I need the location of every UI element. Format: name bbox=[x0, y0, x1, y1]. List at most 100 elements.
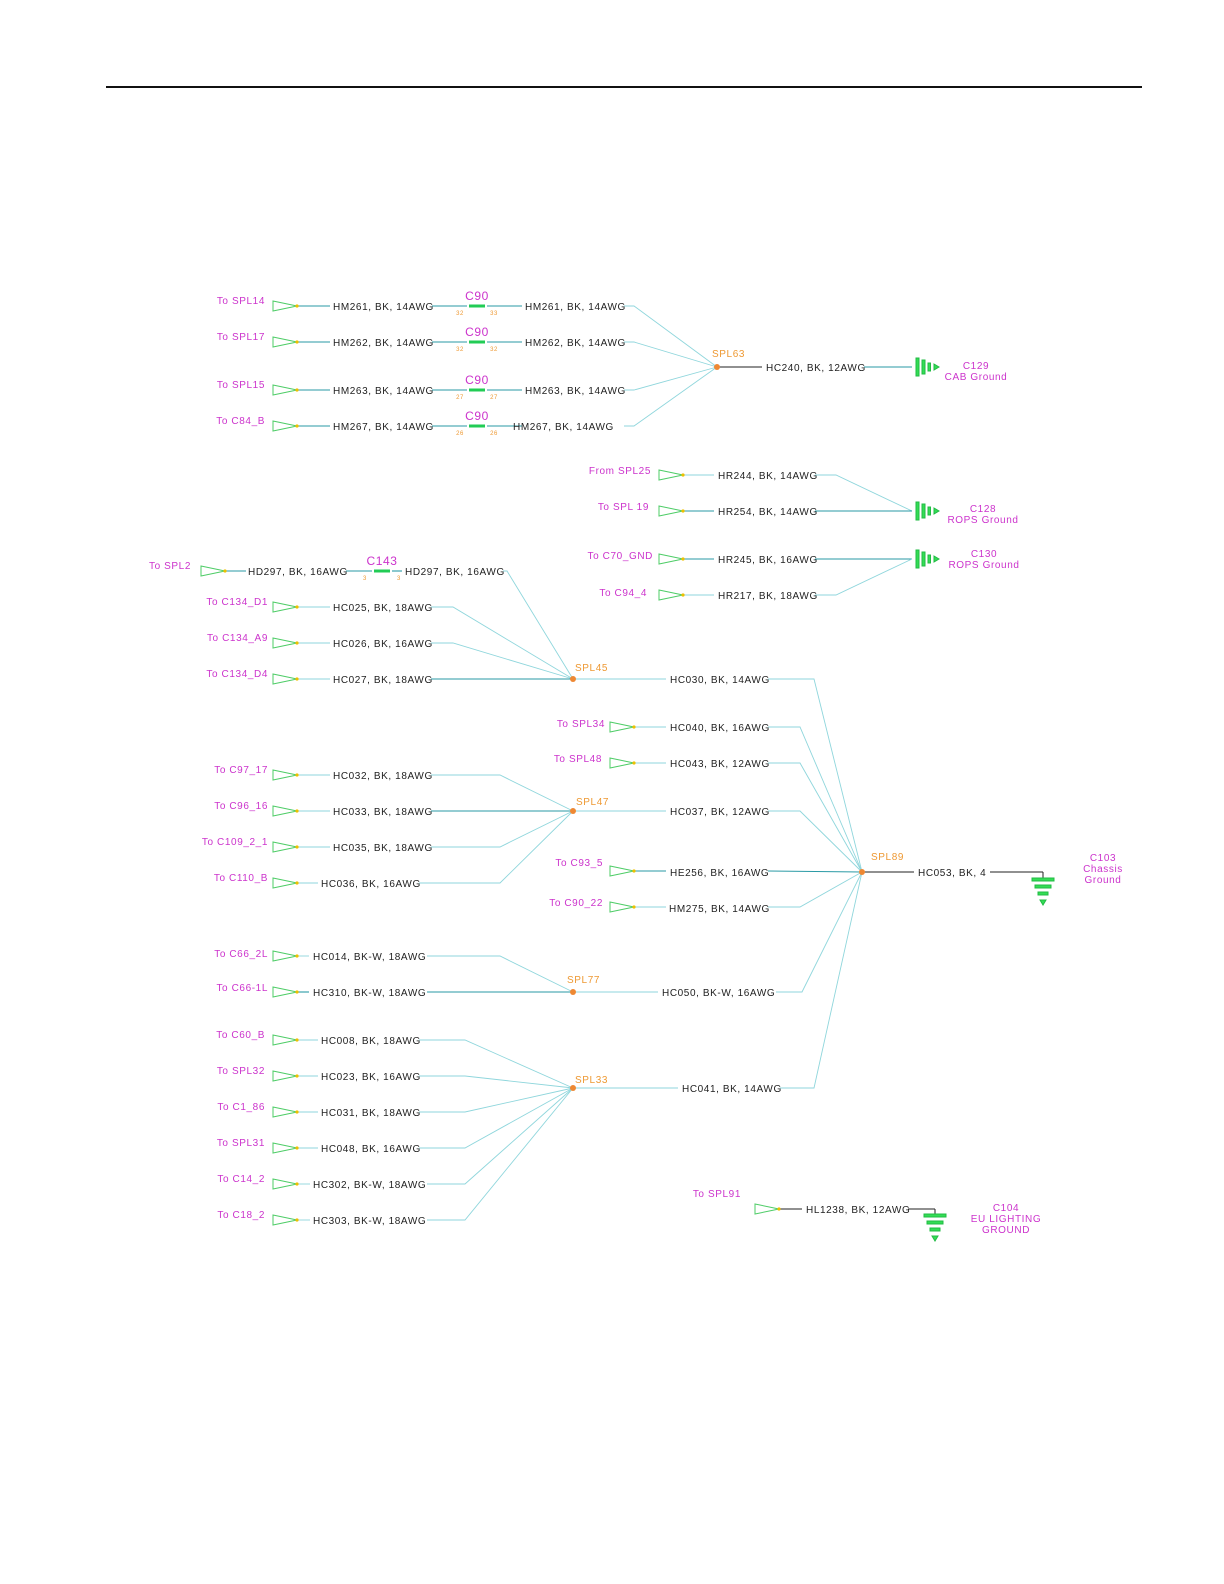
terminal-tip bbox=[295, 304, 299, 308]
terminal-arrow-icon bbox=[272, 420, 298, 432]
terminal-arrow-icon bbox=[272, 1214, 298, 1226]
ground-block-icon bbox=[915, 357, 920, 377]
pin-left-c90d: 26 bbox=[456, 431, 464, 437]
ground-label-g_c103: Ground bbox=[1085, 875, 1122, 886]
splice-label-s_spl47: SPL47 bbox=[576, 797, 609, 808]
earth-ground-icon bbox=[931, 1235, 939, 1242]
wire-label-w_hc008: HC008, BK, 18AWG bbox=[321, 1036, 421, 1047]
terminal-tip bbox=[632, 761, 636, 765]
reference-label-r_spl14: To SPL14 bbox=[217, 296, 265, 307]
terminal-arrow-icon bbox=[272, 841, 298, 853]
splice-node-s_spl47 bbox=[570, 808, 576, 814]
splice-label-s_spl89: SPL89 bbox=[871, 852, 904, 863]
pin-left-c90a: 32 bbox=[456, 311, 464, 317]
wire-label-w_hm263b: HM263, BK, 14AWG bbox=[525, 386, 626, 397]
terminal-arrow-icon bbox=[658, 469, 684, 481]
earth-ground-icon bbox=[1034, 884, 1052, 889]
wire-segment bbox=[419, 1039, 574, 1089]
wire-label-w_hc023: HC023, BK, 16AWG bbox=[321, 1072, 421, 1083]
ground-label-g_c104: C104 bbox=[993, 1203, 1019, 1214]
wire-segment bbox=[624, 341, 718, 368]
earth-ground-icon bbox=[929, 1227, 941, 1232]
terminal-tip bbox=[295, 641, 299, 645]
wire-label-w_hc030: HC030, BK, 14AWG bbox=[670, 675, 770, 686]
earth-ground-icon bbox=[1039, 899, 1047, 906]
wire-label-w_hm262b: HM262, BK, 14AWG bbox=[525, 338, 626, 349]
pin-right-c90a: 33 bbox=[490, 311, 498, 317]
connector-label-c90c: C90 bbox=[465, 373, 489, 387]
wire-segment bbox=[419, 810, 574, 884]
wire-label-w_hc302: HC302, BK-W, 18AWG bbox=[313, 1180, 426, 1191]
pin-right-c90c: 27 bbox=[490, 395, 498, 401]
terminal-arrow-icon bbox=[272, 986, 298, 998]
wire-label-w_hc033: HC033, BK, 18AWG bbox=[333, 807, 433, 818]
ground-block-icon bbox=[921, 503, 926, 519]
terminal-arrow-icon bbox=[272, 673, 298, 685]
terminal-arrow-icon bbox=[272, 1142, 298, 1154]
terminal-arrow-icon bbox=[272, 805, 298, 817]
terminal-arrow-icon bbox=[658, 505, 684, 517]
wire-segment bbox=[431, 774, 574, 812]
terminal-tip bbox=[295, 845, 299, 849]
ground-block-icon bbox=[915, 549, 920, 569]
terminal-arrow-icon bbox=[272, 877, 298, 889]
terminal-arrow-icon bbox=[658, 553, 684, 565]
terminal-tip bbox=[681, 473, 685, 477]
terminal-tip bbox=[295, 1146, 299, 1150]
wire-segment bbox=[768, 678, 863, 873]
wire-label-w_hc031: HC031, BK, 18AWG bbox=[321, 1108, 421, 1119]
splice-node-s_spl63 bbox=[714, 364, 720, 370]
wire-label-w_hc303: HC303, BK-W, 18AWG bbox=[313, 1216, 426, 1227]
wire-label-w_hc037: HC037, BK, 12AWG bbox=[670, 807, 770, 818]
pin-left-c90b: 32 bbox=[456, 347, 464, 353]
reference-label-r_c109: To C109_2_1 bbox=[202, 837, 268, 848]
ground-label-g_c129: CAB Ground bbox=[945, 372, 1008, 383]
terminal-arrow-icon bbox=[272, 601, 298, 613]
splice-label-s_spl77: SPL77 bbox=[567, 975, 600, 986]
terminal-tip bbox=[681, 557, 685, 561]
wire-label-w_hm262a: HM262, BK, 14AWG bbox=[333, 338, 434, 349]
reference-label-r_c60: To C60_B bbox=[216, 1030, 265, 1041]
wire-label-w_hr217: HR217, BK, 18AWG bbox=[718, 591, 818, 602]
reference-label-r_c14: To C14_2 bbox=[217, 1174, 265, 1185]
wire-label-w_hd297a: HD297, BK, 16AWG bbox=[248, 567, 348, 578]
symbols-layer bbox=[200, 300, 1055, 1242]
wire-label-w_hc043: HC043, BK, 12AWG bbox=[670, 759, 770, 770]
wire-segment bbox=[780, 871, 863, 1089]
terminal-tip bbox=[632, 725, 636, 729]
terminal-arrow-icon bbox=[272, 1034, 298, 1046]
pin-left-c143: 3 bbox=[363, 576, 367, 582]
wire-label-w_hc053: HC053, BK, 4 bbox=[918, 868, 986, 879]
terminal-arrow-icon bbox=[609, 721, 635, 733]
reference-label-r_spl31: To SPL31 bbox=[217, 1138, 265, 1149]
terminal-tip bbox=[681, 593, 685, 597]
wire-label-w_hr244: HR244, BK, 14AWG bbox=[718, 471, 818, 482]
wire-label-w_hm261a: HM261, BK, 14AWG bbox=[333, 302, 434, 313]
ground-label-g_c129: C129 bbox=[963, 361, 989, 372]
wire-label-w_hm261b: HM261, BK, 14AWG bbox=[525, 302, 626, 313]
terminal-arrow-icon bbox=[272, 336, 298, 348]
wire-label-w_he256: HE256, BK, 16AWG bbox=[670, 868, 769, 879]
wire-label-w_hc048: HC048, BK, 16AWG bbox=[321, 1144, 421, 1155]
terminal-tip bbox=[295, 1074, 299, 1078]
reference-label-r_spl91: To SPL91 bbox=[693, 1189, 741, 1200]
terminal-arrow-icon bbox=[272, 950, 298, 962]
wire-segment bbox=[419, 1087, 574, 1149]
wire-segment bbox=[624, 366, 718, 427]
terminal-arrow-icon bbox=[272, 1070, 298, 1082]
wire-segment bbox=[768, 871, 863, 908]
reference-label-r_c134d4: To C134_D4 bbox=[206, 669, 268, 680]
earth-ground-icon bbox=[926, 1220, 944, 1225]
reference-label-r_spl17: To SPL17 bbox=[217, 332, 265, 343]
reference-label-r_c97: To C97_17 bbox=[214, 765, 268, 776]
earth-ground-icon bbox=[923, 1213, 947, 1218]
wire-label-w_hc025: HC025, BK, 18AWG bbox=[333, 603, 433, 614]
wire-segment bbox=[815, 558, 913, 596]
terminal-arrow-icon bbox=[609, 757, 635, 769]
terminal-tip bbox=[295, 954, 299, 958]
terminal-arrow-icon bbox=[272, 637, 298, 649]
wire-label-w_hc240: HC240, BK, 12AWG bbox=[766, 363, 866, 374]
pin-right-c90b: 32 bbox=[490, 347, 498, 353]
reference-label-r_c134d1: To C134_D1 bbox=[206, 597, 268, 608]
